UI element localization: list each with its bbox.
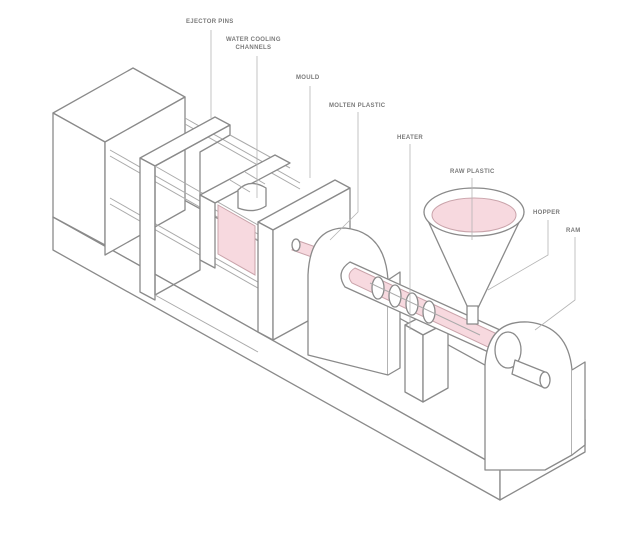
moving-platen [139, 116, 291, 353]
label-raw-plastic: RAW PLASTIC [450, 169, 495, 175]
raw-plastic [431, 197, 517, 233]
hopper [423, 187, 525, 325]
leader-lines [210, 30, 576, 331]
label-water-cooling-channels: WATER COOLING CHANNELS [226, 36, 281, 52]
screw [369, 276, 481, 336]
rear-housing [484, 321, 586, 471]
mould [199, 154, 291, 276]
label-ram: RAM [566, 228, 581, 234]
ram [511, 359, 551, 389]
label-heater: HEATER [397, 135, 424, 141]
mould-cavity [217, 204, 256, 276]
clamp-housing [52, 67, 186, 256]
label-ejector-pins: EJECTOR PINS [186, 19, 234, 25]
label-molten-plastic: MOLTEN PLASTIC [329, 103, 386, 109]
label-line-2: CHANNELS [235, 45, 272, 51]
label-line-1: WATER COOLING [226, 37, 281, 43]
label-hopper: HOPPER [533, 210, 561, 216]
label-mould: MOULD [296, 75, 320, 81]
